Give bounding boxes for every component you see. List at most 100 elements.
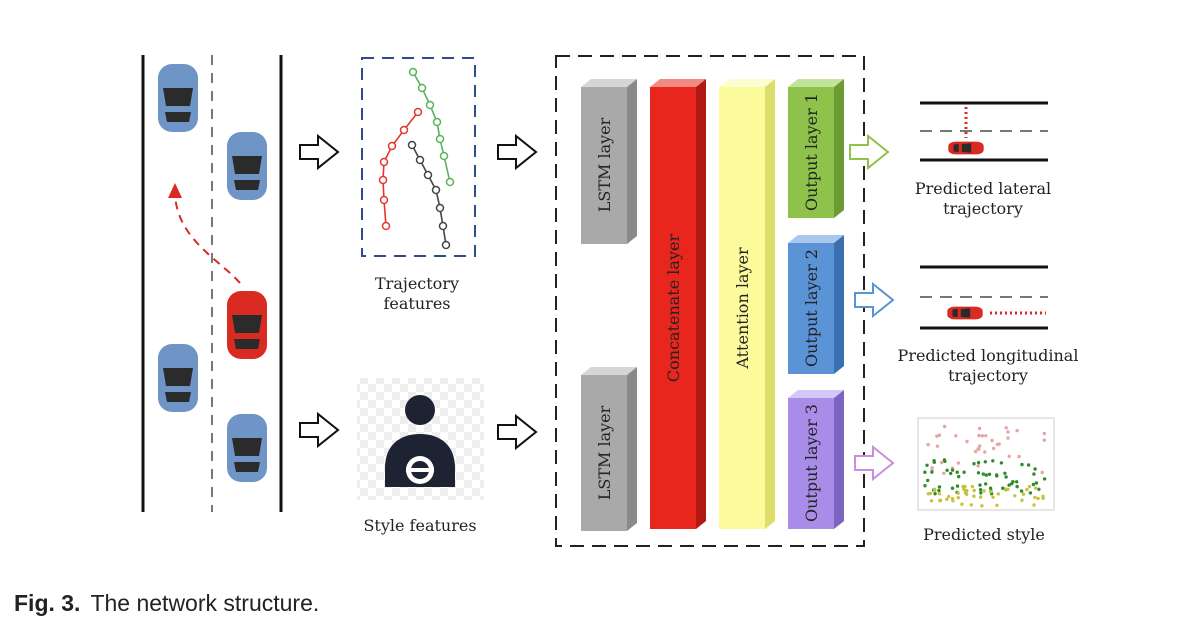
lstm-layer-bottom: LSTM layer (581, 367, 637, 531)
style-scatter-point (937, 433, 942, 437)
lstm-layer-top-label: LSTM layer (595, 117, 614, 212)
predicted-longitudinal-label-line1: Predicted longitudinal (898, 346, 1079, 365)
style-scatter-point (1028, 491, 1033, 495)
style-scatter-point (988, 486, 993, 490)
style-scatter-point (942, 424, 947, 429)
style-scatter-point (977, 426, 982, 431)
output-layer-2-label: Output layer 2 (802, 249, 821, 367)
style-scatter-point (1004, 475, 1008, 479)
style-scatter-point (1040, 470, 1044, 475)
style-scatter-point (978, 488, 983, 492)
style-scatter-point (1041, 496, 1045, 500)
style-scatter-point (932, 460, 936, 464)
style-scatter-point (1007, 483, 1011, 487)
style-scatter-point (930, 466, 934, 470)
style-scatter-point (984, 473, 988, 477)
style-scatter-point (926, 492, 931, 496)
style-scatter-point (1015, 480, 1019, 484)
style-scatter-point (933, 488, 937, 492)
style-scatter-point (978, 483, 982, 487)
style-scatter-point (1020, 462, 1024, 467)
network-structure-diagram: Trajectory features Style features LSTM … (141, 55, 1079, 547)
style-scatter-point (1036, 496, 1040, 501)
style-scatter-point (1001, 486, 1005, 490)
predicted-style-panel: Predicted style (917, 417, 1055, 544)
style-scatter-point (987, 472, 992, 476)
style-scatter-point (950, 496, 955, 501)
style-scatter-point (933, 492, 937, 496)
style-scatter-point (1037, 487, 1041, 491)
lateral-red-car (948, 141, 984, 155)
style-scatter-point (978, 444, 982, 448)
style-scatter-point (956, 491, 960, 495)
style-scatter-point (962, 487, 966, 491)
style-scatter-point (938, 498, 943, 502)
ego-car-red (227, 291, 267, 359)
style-scatter-point (1015, 428, 1019, 433)
car-left-top (158, 64, 198, 132)
style-scatter-point (955, 470, 959, 474)
output-layer-3-label: Output layer 3 (802, 404, 821, 522)
style-scatter-point (972, 462, 976, 466)
style-scatter-point (963, 484, 967, 489)
style-scatter-point (965, 439, 969, 444)
arrow-trajectory-to-network (497, 135, 537, 169)
trajectory-red-points (378, 107, 423, 231)
predicted-style-scatter (923, 424, 1047, 508)
style-scatter-point (1027, 484, 1032, 489)
style-scatter-point (995, 474, 999, 478)
style-scatter-point (923, 470, 927, 474)
trajectory-features-label-line2: features (384, 294, 451, 313)
network-block: LSTM layer LSTM layer Concatenate layer … (555, 55, 865, 547)
style-scatter-point (1015, 484, 1019, 489)
concatenate-layer-label: Concatenate layer (664, 234, 683, 383)
arrow-output2 (854, 283, 894, 317)
style-scatter-point (956, 461, 961, 465)
predicted-lateral-label-line2: trajectory (943, 199, 1023, 218)
style-scatter-point (999, 461, 1004, 465)
style-scatter-point (945, 497, 949, 501)
style-scatter-point (983, 460, 987, 464)
style-scatter-point (969, 503, 974, 507)
style-scatter-point (1011, 480, 1015, 484)
car-right-bottom (227, 414, 267, 482)
car-right-top (227, 132, 267, 200)
style-scatter-point (976, 460, 981, 465)
style-scatter-point (1033, 495, 1037, 500)
style-scatter-point (1031, 482, 1036, 487)
style-scatter-point (996, 492, 1000, 496)
concatenate-layer: Concatenate layer (650, 79, 706, 529)
attention-layer-label: Attention layer (733, 247, 752, 370)
predicted-longitudinal-label-line2: trajectory (948, 366, 1028, 385)
style-scatter-point (949, 471, 953, 476)
style-scatter-point (981, 472, 985, 476)
style-scatter-point (982, 489, 986, 493)
style-scatter-point (937, 488, 941, 493)
style-scatter-point (997, 442, 1001, 446)
style-scatter-point (926, 478, 930, 483)
style-scatter-point (995, 503, 999, 507)
style-scatter-point (1013, 494, 1017, 498)
output-layer-3: Output layer 3 (788, 390, 844, 529)
figure-caption-label: Fig. 3. (14, 590, 81, 616)
style-scatter-point (977, 433, 981, 438)
trajectory-green-points (408, 67, 455, 187)
style-scatter-point (935, 434, 939, 438)
style-scatter-point (1007, 454, 1011, 458)
style-scatter-point (1004, 426, 1008, 430)
style-features-panel: Style features (357, 378, 484, 535)
style-features-label: Style features (363, 516, 476, 535)
predicted-longitudinal-panel: Predicted longitudinal trajectory (898, 265, 1079, 385)
output-layer-1-label: Output layer 1 (802, 93, 821, 211)
style-scatter-point (1042, 431, 1047, 436)
style-scatter-point (979, 491, 983, 495)
lstm-layer-top: LSTM layer (581, 79, 637, 244)
style-scatter-point (991, 459, 995, 463)
style-scatter-point (1006, 487, 1010, 492)
style-scatter-point (1020, 498, 1024, 502)
style-scatter-point (1021, 492, 1026, 496)
trajectory-features-box (361, 57, 476, 257)
style-scatter-point (976, 464, 980, 468)
figure-caption: Fig. 3.The network structure. (14, 590, 319, 617)
style-scatter-point (988, 489, 993, 494)
